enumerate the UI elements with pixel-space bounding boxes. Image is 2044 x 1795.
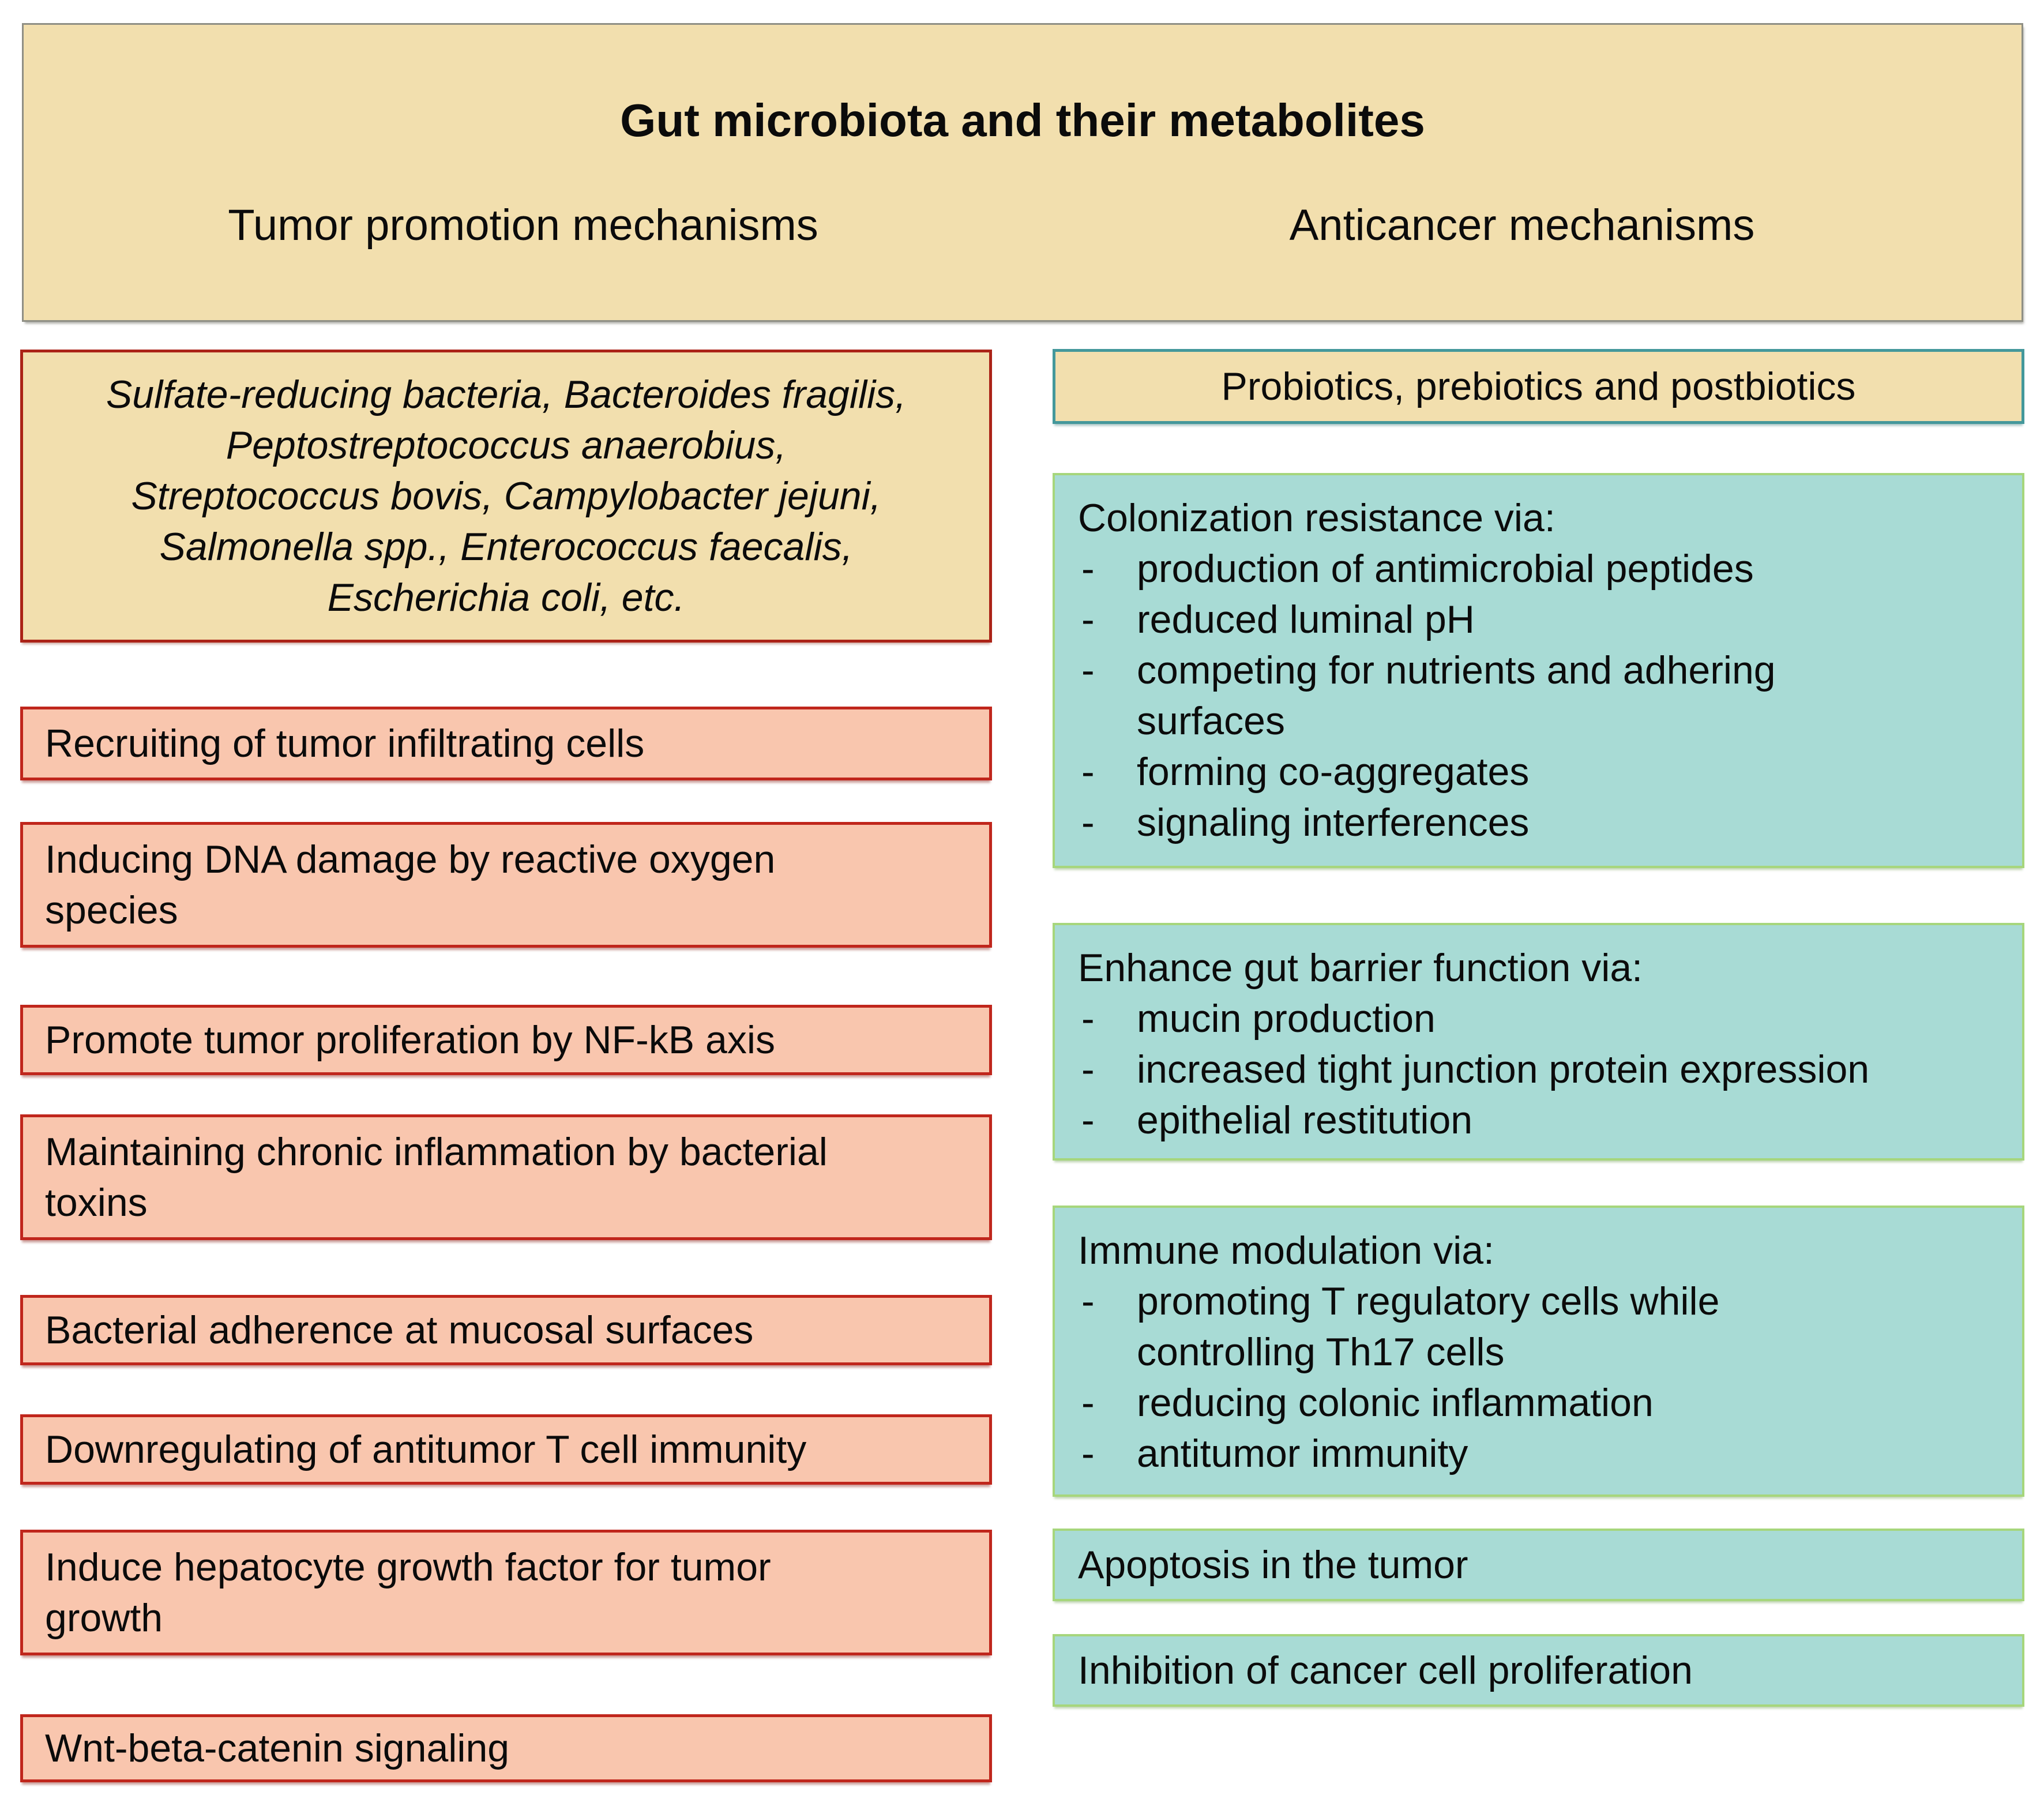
- bullet-item: - competing for nutrients and adhering s…: [1078, 645, 1999, 746]
- bullet-item: - epithelial restitution: [1078, 1095, 1999, 1146]
- mechanism-text: Downregulating of antitumor T cell immun…: [45, 1428, 807, 1471]
- anticancer-heading: Colonization resistance via:: [1078, 496, 1555, 540]
- bullet-text: reduced luminal pH: [1137, 598, 1475, 641]
- anticancer-box-inhibition: Inhibition of cancer cell proliferation: [1053, 1634, 2024, 1707]
- mechanism-text: Recruiting of tumor infiltrating cells: [45, 722, 645, 765]
- anticancer-heading: Immune modulation via:: [1078, 1229, 1494, 1272]
- mechanism-text: Inducing DNA damage by reactive oxygen s…: [45, 838, 776, 932]
- bullet-text: reducing colonic inflammation: [1137, 1381, 1654, 1425]
- bullet-text: mucin production: [1137, 997, 1436, 1041]
- mechanism-text: Wnt-beta-catenin signaling: [45, 1726, 510, 1770]
- bullet-text: competing for nutrients and adhering sur…: [1137, 648, 1776, 743]
- bullet-text: epithelial restitution: [1137, 1098, 1473, 1142]
- bullet-dash: -: [1081, 1279, 1095, 1323]
- bullet-dash: -: [1081, 750, 1095, 794]
- bacteria-list-box: Sulfate-reducing bacteria, Bacteroides f…: [20, 350, 992, 643]
- bullet-item: - mucin production: [1078, 993, 1999, 1044]
- bacteria-line: Peptostreptococcus anaerobius,: [226, 423, 787, 467]
- outcome-text: Inhibition of cancer cell proliferation: [1078, 1648, 1693, 1692]
- probiotics-label-box: Probiotics, prebiotics and postbiotics: [1053, 349, 2024, 424]
- figure-title: Gut microbiota and their metabolites: [620, 95, 1425, 146]
- bullet-dash: -: [1081, 997, 1095, 1041]
- mechanism-text: Induce hepatocyte growth factor for tumo…: [45, 1545, 771, 1640]
- bullet-dash: -: [1081, 1381, 1095, 1425]
- bullet-dash: -: [1081, 1098, 1095, 1142]
- bacteria-line: Sulfate-reducing bacteria, Bacteroides f…: [106, 373, 907, 416]
- bullet-dash: -: [1081, 598, 1095, 641]
- bullet-dash: -: [1081, 801, 1095, 844]
- bullet-dash: -: [1081, 1432, 1095, 1475]
- anticancer-box-colonization: Colonization resistance via: - productio…: [1053, 473, 2024, 868]
- mechanism-text: Bacterial adherence at mucosal surfaces: [45, 1308, 754, 1352]
- column-labels: Tumor promotion mechanisms Anticancer me…: [24, 204, 2022, 247]
- bullet-dash: -: [1081, 648, 1095, 692]
- bullet-item: - reduced luminal pH: [1078, 594, 1999, 645]
- anticancer-box-immune-modulation: Immune modulation via: - promoting T reg…: [1053, 1206, 2024, 1497]
- bacteria-line: Salmonella spp., Enterococcus faecalis,: [159, 525, 853, 569]
- bullet-text: production of antimicrobial peptides: [1137, 547, 1754, 591]
- mechanism-box-nfkb: Promote tumor proliferation by NF-kB axi…: [20, 1005, 992, 1075]
- bullet-item: - increased tight junction protein expre…: [1078, 1044, 1999, 1095]
- bullet-item: - forming co-aggregates: [1078, 746, 1999, 797]
- mechanism-box-dna-damage: Inducing DNA damage by reactive oxygen s…: [20, 822, 992, 948]
- mechanism-text: Promote tumor proliferation by NF-kB axi…: [45, 1018, 775, 1062]
- mechanism-box-wnt: Wnt-beta-catenin signaling: [20, 1714, 992, 1782]
- bacteria-line: Streptococcus bovis, Campylobacter jejun…: [131, 474, 881, 518]
- bullet-text: antitumor immunity: [1137, 1432, 1468, 1475]
- bacteria-line: Escherichia coli, etc.: [327, 576, 685, 619]
- bullet-dash: -: [1081, 1047, 1095, 1091]
- bullet-text: increased tight junction protein express…: [1137, 1047, 1870, 1091]
- bullet-item: - signaling interferences: [1078, 797, 1999, 848]
- mechanism-text: Maintaining chronic inflammation by bact…: [45, 1130, 828, 1225]
- mechanism-box-adherence: Bacterial adherence at mucosal surfaces: [20, 1295, 992, 1365]
- mechanism-box-downregulating: Downregulating of antitumor T cell immun…: [20, 1414, 992, 1485]
- bullet-item: - promoting T regulatory cells while con…: [1078, 1276, 1999, 1377]
- mechanism-box-inflammation: Maintaining chronic inflammation by bact…: [20, 1114, 992, 1240]
- bullet-item: - antitumor immunity: [1078, 1428, 1999, 1479]
- anticancer-box-gut-barrier: Enhance gut barrier function via: - muci…: [1053, 923, 2024, 1161]
- bullet-text: signaling interferences: [1137, 801, 1530, 844]
- anticancer-box-apoptosis: Apoptosis in the tumor: [1053, 1529, 2024, 1601]
- probiotics-label: Probiotics, prebiotics and postbiotics: [1221, 365, 1856, 408]
- bullet-text: forming co-aggregates: [1137, 750, 1530, 794]
- mechanism-box-recruiting: Recruiting of tumor infiltrating cells: [20, 707, 992, 780]
- column-label-tumor-promotion: Tumor promotion mechanisms: [228, 201, 818, 250]
- bullet-item: - production of antimicrobial peptides: [1078, 543, 1999, 594]
- bullet-text: promoting T regulatory cells while contr…: [1137, 1279, 1720, 1374]
- header-panel: Gut microbiota and their metabolites Tum…: [22, 23, 2023, 322]
- bullet-item: - reducing colonic inflammation: [1078, 1377, 1999, 1428]
- mechanism-box-hepatocyte: Induce hepatocyte growth factor for tumo…: [20, 1530, 992, 1655]
- column-label-anticancer: Anticancer mechanisms: [1289, 201, 1755, 250]
- bullet-dash: -: [1081, 547, 1095, 591]
- anticancer-heading: Enhance gut barrier function via:: [1078, 946, 1643, 990]
- outcome-text: Apoptosis in the tumor: [1078, 1543, 1468, 1587]
